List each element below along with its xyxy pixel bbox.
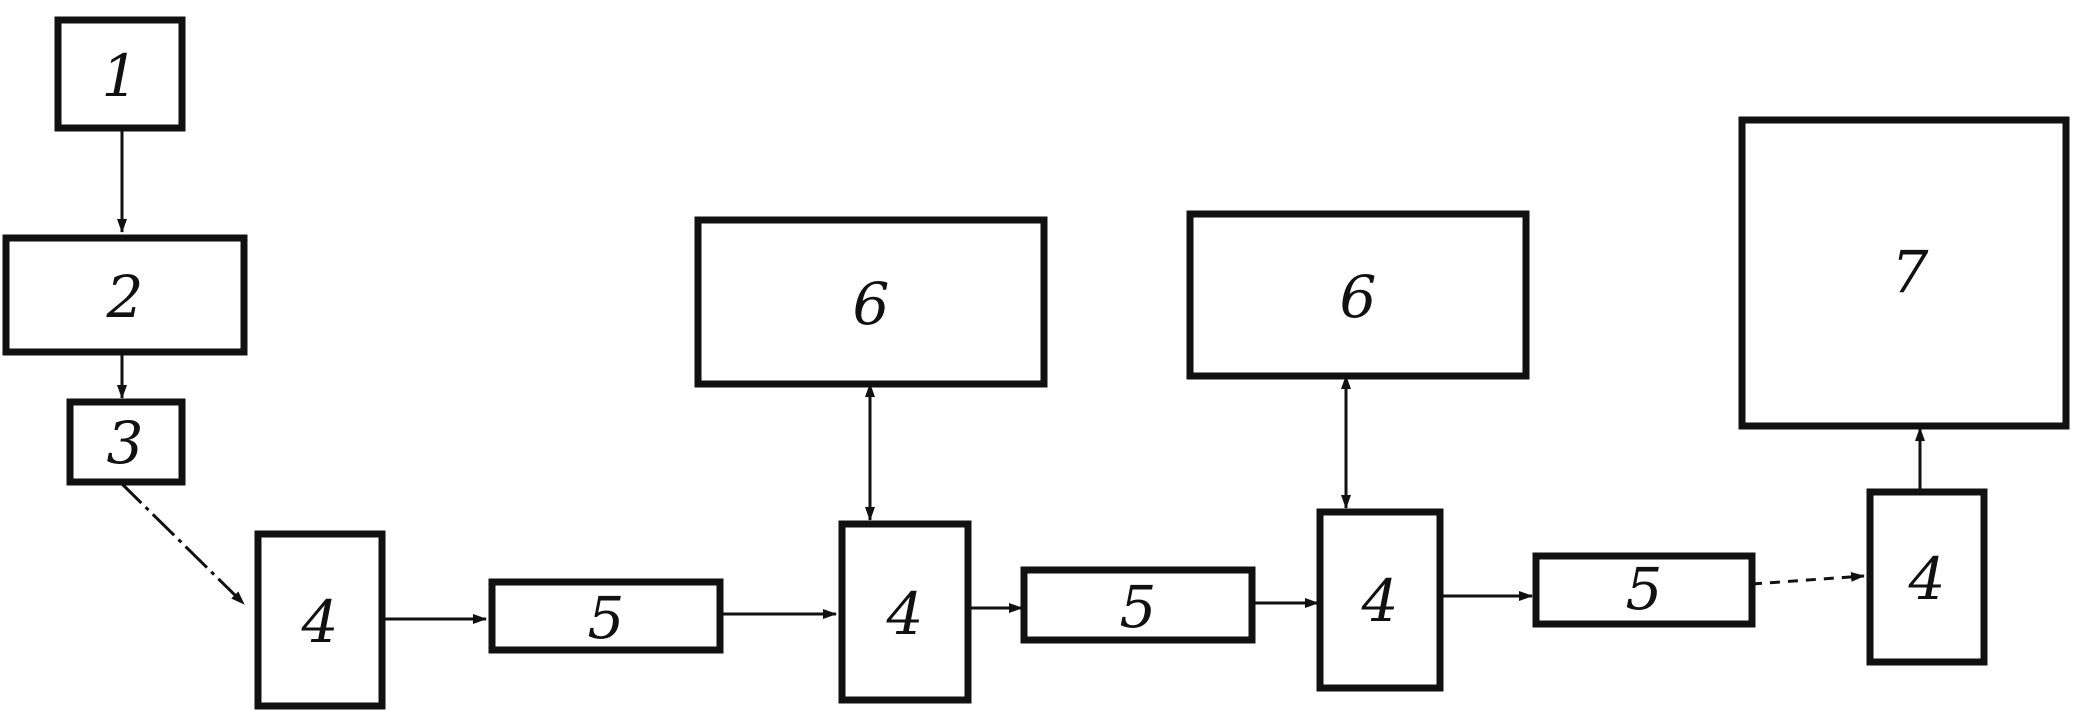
block-6-first: 6	[694, 216, 1048, 388]
block-5-third: 5	[1532, 552, 1756, 628]
block-4-second-label: 4	[886, 580, 924, 648]
block-1-label: 1	[102, 42, 139, 110]
block-6-first-label: 6	[853, 270, 890, 338]
block-4-fourth: 4	[1866, 488, 1988, 666]
block-5-second-label: 5	[1120, 573, 1157, 641]
block-7: 7	[1738, 116, 2070, 430]
block-5-third-label: 5	[1626, 555, 1663, 623]
arrow-3-to-4a	[118, 480, 246, 606]
block-3-label: 3	[107, 409, 144, 477]
block-6-second-label: 6	[1340, 263, 1377, 331]
block-4-third-label: 4	[1361, 567, 1399, 635]
block-4-first: 4	[254, 530, 386, 710]
block-3: 3	[66, 398, 186, 486]
block-5-first: 5	[488, 578, 724, 654]
block-4-second: 4	[838, 520, 972, 704]
arrow-5c-to-4d	[1751, 571, 1865, 586]
block-4-third: 4	[1316, 508, 1444, 692]
block-4-fourth-label: 4	[1908, 545, 1946, 613]
block-7-label: 7	[1892, 238, 1929, 306]
block-2: 2	[2, 234, 248, 356]
block-1: 1	[54, 16, 186, 132]
block-5-first-label: 5	[588, 584, 625, 652]
block-5-second: 5	[1020, 566, 1256, 644]
block-2-label: 2	[106, 263, 144, 331]
block-6-second: 6	[1186, 210, 1530, 380]
block-4-first-label: 4	[301, 588, 339, 656]
